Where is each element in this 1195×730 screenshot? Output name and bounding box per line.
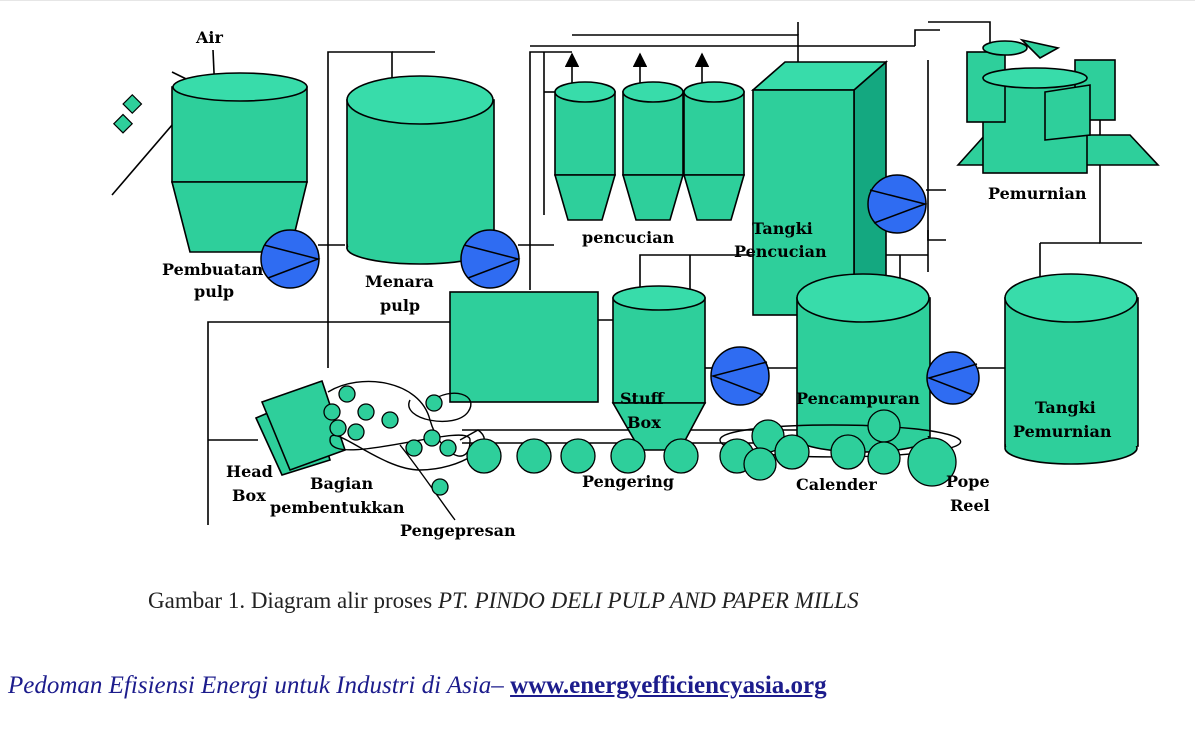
washer-2 bbox=[621, 81, 685, 221]
tank-pencampuran bbox=[796, 273, 931, 453]
label-pencucian: pencucian bbox=[582, 228, 675, 247]
press-felt-down bbox=[399, 444, 456, 521]
label-bagian-1: Bagian bbox=[310, 474, 374, 493]
head-box bbox=[254, 379, 347, 476]
forming-felt-loop bbox=[327, 380, 485, 471]
label-stuff-2: Box bbox=[627, 413, 661, 432]
label-tangki-pemurnian-1: Tangki bbox=[1035, 398, 1096, 417]
label-stuff-1: Stuff bbox=[620, 389, 665, 408]
label-pembuatan-2: pulp bbox=[194, 282, 234, 301]
footer-link[interactable]: www.energyefficiencyasia.org bbox=[510, 672, 827, 699]
caption-prefix: Gambar 1. Diagram alir proses bbox=[148, 588, 438, 613]
top-border bbox=[0, 0, 1195, 1]
refiner-pemurnian bbox=[956, 38, 1160, 174]
tank-menara-pulp bbox=[346, 75, 495, 265]
pipe-headbox-feed bbox=[207, 321, 450, 525]
washer-1 bbox=[553, 81, 617, 221]
pipe-to-washers bbox=[529, 51, 572, 290]
label-menara-1: Menara bbox=[365, 272, 434, 291]
label-pembuatan-1: Pembuatan bbox=[162, 260, 264, 279]
tank-mixing-box bbox=[449, 291, 599, 403]
pump-4 bbox=[710, 346, 770, 406]
digester-pembuatan-pulp bbox=[170, 72, 309, 253]
process-flow-diagram: Air Pembuatan pulp Menara pulp pencucian… bbox=[111, 21, 1160, 540]
label-head-box-2: Box bbox=[232, 486, 266, 505]
pipe-to-pemurnian-a bbox=[914, 29, 940, 46]
label-calender: Calender bbox=[796, 475, 877, 494]
label-pope-1: Pope bbox=[946, 472, 990, 491]
pump-2 bbox=[460, 229, 521, 289]
wood-chip-1 bbox=[122, 93, 143, 115]
pipe-stuffbox-top bbox=[639, 254, 760, 290]
pipe-to-tangki-pemurnian bbox=[927, 60, 946, 241]
label-menara-2: pulp bbox=[380, 296, 420, 315]
dryer-cylinders bbox=[466, 438, 755, 474]
label-head-box-1: Head bbox=[226, 462, 273, 481]
pump-5 bbox=[926, 351, 980, 405]
caption-company: PT. PINDO DELI PULP AND PAPER MILLS bbox=[437, 588, 859, 613]
label-air: Air bbox=[195, 28, 223, 47]
label-tangki-pencucian-2: Pencucian bbox=[734, 242, 827, 261]
press-felt-loop bbox=[408, 392, 472, 423]
label-pengering: Pengering bbox=[582, 472, 674, 491]
wood-chip-2 bbox=[112, 113, 134, 134]
pump-1 bbox=[260, 229, 321, 289]
footer-text: Pedoman Efisiensi Energi untuk Industri … bbox=[8, 672, 511, 699]
label-pencampuran: Pencampuran bbox=[796, 389, 920, 408]
label-bagian-2: pembentukkan bbox=[270, 498, 405, 517]
tank-tangki-pemurnian bbox=[1004, 273, 1139, 465]
label-tangki-pemurnian-2: Pemurnian bbox=[1013, 422, 1112, 441]
pump-3 bbox=[867, 174, 928, 234]
label-tangki-pencucian-1: Tangki bbox=[752, 219, 813, 238]
calender-rolls bbox=[743, 409, 957, 487]
label-pope-2: Reel bbox=[950, 496, 990, 515]
footer: Pedoman Efisiensi Energi untuk Industri … bbox=[8, 672, 827, 700]
label-pemurnian: Pemurnian bbox=[988, 184, 1087, 203]
figure-caption: Gambar 1. Diagram alir proses PT. PINDO … bbox=[148, 588, 859, 614]
forming-rolls bbox=[323, 385, 457, 496]
tank-tangki-pencucian bbox=[750, 60, 889, 317]
washer-3 bbox=[682, 81, 746, 221]
label-pengepresan: Pengepresan bbox=[400, 521, 516, 540]
tank-stuff-box bbox=[611, 285, 707, 451]
